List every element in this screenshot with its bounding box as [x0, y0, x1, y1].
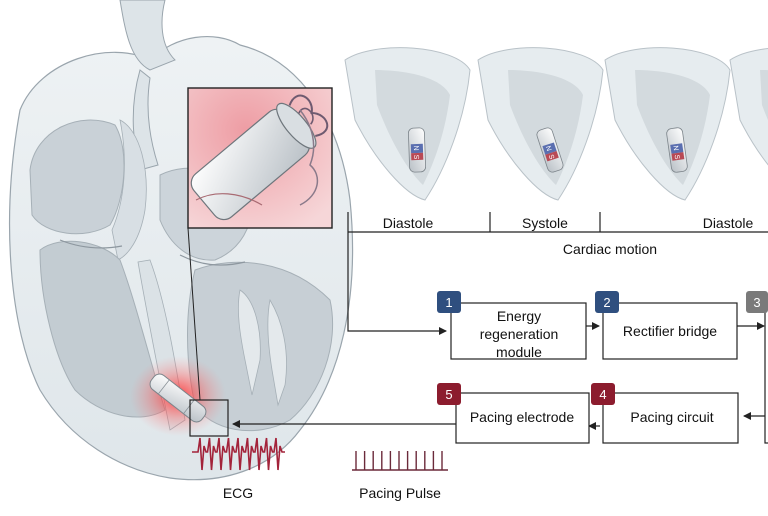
cardiac-phase-panels: NSNSNSNS [344, 47, 768, 201]
phase-panel-device-2: NS [536, 127, 564, 173]
pacing-pulse-trace [352, 451, 448, 471]
pacing-pulse-label: Pacing Pulse [359, 485, 441, 501]
connector-motion-to-module1 [347, 232, 447, 335]
module-3-number: 3 [753, 295, 760, 310]
phase-panel-1: NS [344, 47, 471, 201]
implant-highlight-box [189, 399, 229, 437]
great-vessel [119, 0, 176, 71]
module-5-number: 5 [445, 387, 452, 402]
module-5-box [455, 392, 590, 444]
module-4: 4 Pacing circuit [591, 383, 739, 444]
implant-site [130, 356, 229, 437]
module-2-badge [595, 291, 619, 313]
phase-label-diastole-left: Diastole [383, 215, 434, 231]
module-2: 2 Rectifier bridge [595, 291, 738, 360]
module-3-box [764, 302, 768, 444]
magnet-north-label: N [544, 145, 552, 152]
module-1-box [450, 302, 587, 360]
module-5-badge [437, 383, 461, 405]
magnet-south-label: S [547, 154, 555, 161]
magnified-inset [187, 87, 333, 229]
magnet-north-label: N [671, 145, 679, 151]
module-4-box [602, 392, 739, 444]
phase-label-diastole-right: Diastole [703, 215, 754, 231]
ecg-label: ECG [223, 485, 253, 501]
module-4-badge [591, 383, 615, 405]
magnet-north-label: N [412, 145, 419, 150]
module-2-label: Rectifier bridge [623, 323, 717, 339]
phase-panel-3: NS [604, 47, 731, 201]
module-2-box [602, 302, 738, 360]
module-2-number: 2 [603, 295, 610, 310]
mitral-valve [59, 239, 123, 249]
module-3-badge [746, 291, 768, 313]
phase-timeline: Diastole Systole Diastole Cardiac motion [347, 212, 768, 257]
phase-panel-4: NS [729, 48, 768, 166]
cardiac-motion-label: Cardiac motion [563, 241, 657, 257]
magnet-south-label: S [412, 155, 419, 160]
module-1-label-line-2: regeneration [480, 326, 559, 342]
module-1-label-line-3: module [496, 344, 542, 360]
phase-label-systole: Systole [522, 215, 568, 231]
papillary-muscle-2 [267, 298, 287, 407]
ecg-trace [192, 437, 285, 471]
module-1: 1 Energy regeneration module [437, 291, 587, 360]
module-5-label: Pacing electrode [470, 409, 575, 425]
module-1-badge [437, 291, 461, 313]
phase-panel-device-1: NS [408, 127, 426, 173]
interatrial-septum [111, 119, 147, 261]
flow-connectors [232, 232, 768, 430]
magnet-south-label: S [673, 154, 681, 160]
zoom-callout-line [187, 227, 201, 401]
tricuspid-valve [179, 254, 246, 266]
module-4-number: 4 [599, 387, 606, 402]
module-4-label: Pacing circuit [630, 409, 713, 425]
module-1-number: 1 [445, 295, 452, 310]
pacemaker-device [149, 373, 207, 423]
papillary-muscle [238, 289, 261, 396]
phase-panel-2: NS [477, 47, 604, 201]
ecg-waveform [192, 437, 285, 471]
phase-panel-device-3: NS [666, 127, 688, 173]
module-5: 5 Pacing electrode [437, 383, 590, 444]
module-1-label-line-1: Energy [497, 308, 541, 324]
module-3: 3 [746, 291, 768, 444]
